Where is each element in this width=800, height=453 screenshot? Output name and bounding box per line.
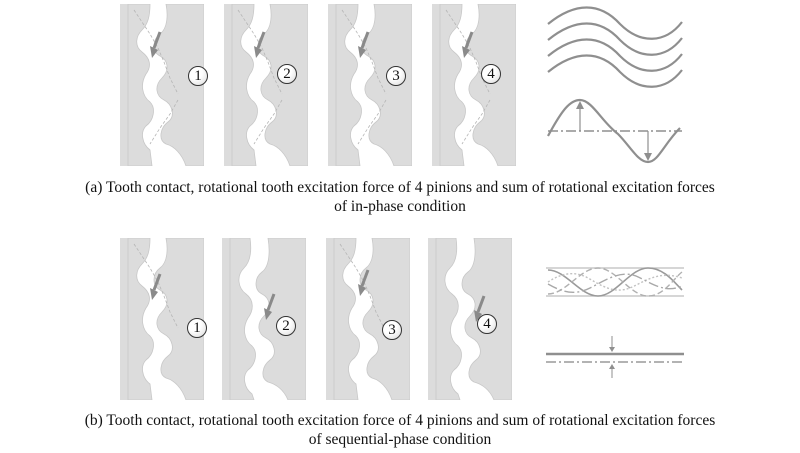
pinion-number-badge-2: 2 (277, 64, 297, 84)
caption-a-line-1: (a) Tooth contact, rotational tooth exci… (85, 179, 715, 196)
caption-b-line-2: of sequential-phase condition (308, 431, 492, 448)
pinion-force-wave-4 (547, 54, 683, 88)
gear-contact-panel-3 (328, 4, 412, 166)
pinion-force-wave-3 (547, 272, 683, 291)
gear-contact-panel-1 (120, 4, 204, 166)
gear-contact-panel-4 (428, 238, 512, 400)
gear-contact-panel-4 (432, 4, 516, 166)
gear-contact-drawing (120, 238, 204, 400)
in-phase-waves (547, 6, 683, 164)
pinion-force-wave-2 (547, 22, 683, 56)
caption-b: (b) Tooth contact, rotational tooth exci… (0, 411, 800, 449)
gear-contact-drawing (428, 238, 512, 400)
gear-contact-panel-1 (120, 238, 204, 400)
caption-a: (a) Tooth contact, rotational tooth exci… (0, 178, 800, 216)
gear-contact-panel-2 (224, 4, 308, 166)
pinion-force-wave-2 (547, 267, 683, 297)
pinion-number-badge-1: 1 (187, 318, 207, 338)
caption-b-line-1: (b) Tooth contact, rotational tooth exci… (84, 412, 716, 429)
pinion-number-badge-4: 4 (481, 64, 501, 84)
pinion-number-badge-1: 1 (188, 66, 208, 86)
gear-contact-drawing (224, 4, 308, 166)
pinion-force-wave-4 (547, 273, 683, 294)
pinion-number-badge-3: 3 (386, 66, 406, 86)
pinion-number-badge-2: 2 (276, 316, 296, 336)
gear-contact-drawing (432, 4, 516, 166)
pinion-force-wave-3 (547, 38, 683, 72)
summed-force-wave (547, 98, 681, 164)
pinion-force-wave-1 (547, 6, 683, 40)
gear-contact-drawing (326, 238, 410, 400)
caption-a-line-2: of in-phase condition (334, 198, 466, 215)
gear-contact-drawing (120, 4, 204, 166)
figure-row-a: 1 2 3 (0, 4, 800, 166)
pinion-number-badge-4: 4 (477, 314, 497, 334)
figure-row-b: 1 2 3 4 (0, 238, 800, 400)
pinion-number-badge-3: 3 (382, 320, 402, 340)
sequential-phase-waves (546, 267, 684, 378)
gear-contact-drawing (328, 4, 412, 166)
gear-contact-panel-3 (326, 238, 410, 400)
